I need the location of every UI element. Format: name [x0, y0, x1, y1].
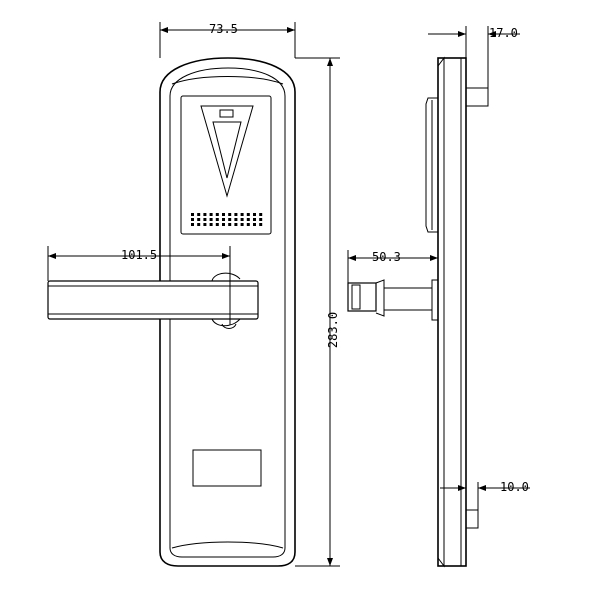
side-view: [347, 56, 489, 568]
grille-dot: [222, 218, 225, 221]
key-cover-slot: [192, 449, 262, 487]
grille-dot: [240, 213, 244, 216]
grille-dot: [215, 218, 219, 221]
lever-handle-bar: [47, 280, 259, 320]
grille-dot: [253, 213, 256, 216]
grille-dot: [203, 218, 207, 221]
side-plate-main: [437, 57, 467, 567]
grille-dot: [222, 223, 225, 226]
dim-side-top-label: 17.0: [489, 26, 518, 40]
front-plate-bottom-strip: [171, 541, 284, 549]
grille-dot: [191, 218, 194, 221]
side-top-bolt: [465, 87, 489, 107]
grille-dot: [259, 223, 263, 226]
front-plate-outer: [159, 57, 296, 567]
grille-dot: [240, 223, 244, 226]
grille-dot: [215, 223, 219, 226]
grille-dot: [222, 213, 225, 216]
grille-dot: [191, 223, 194, 226]
front-plate-top-strip: [171, 76, 284, 85]
indicator-led-icon: [219, 109, 234, 118]
grille-dot: [228, 213, 232, 216]
dim-front-width: 73.5: [159, 22, 296, 58]
grille-dot: [209, 213, 213, 216]
dim-side-projection-label: 50.3: [372, 250, 401, 264]
card-insert-triangle-icon: [200, 105, 254, 198]
dim-front-width-label: 73.5: [209, 22, 238, 36]
side-bottom-bolt: [465, 509, 479, 529]
dim-side-bottom: 10.0: [440, 480, 530, 510]
grille-dot: [191, 213, 194, 216]
dim-front-height-label: 283.0: [326, 312, 340, 348]
grille-dot: [197, 223, 201, 226]
grille-dot: [215, 213, 219, 216]
grille-dot: [234, 223, 238, 226]
front-view: [47, 57, 296, 567]
grille-dot: [203, 223, 207, 226]
grille-dot: [246, 213, 250, 216]
dim-side-bottom-label: 10.0: [500, 480, 529, 494]
grille-dot: [253, 218, 256, 221]
dim-handle-length: 101.5: [47, 246, 231, 281]
front-lever-handle: [47, 272, 259, 329]
grille-dot: [246, 218, 250, 221]
grille-dot: [246, 223, 250, 226]
grille-dot: [234, 213, 238, 216]
grille-dot: [259, 218, 263, 221]
dim-handle-length-label: 101.5: [121, 248, 157, 262]
dim-side-projection: 50.3: [347, 250, 439, 283]
grille-dot: [203, 213, 207, 216]
grille-dot: [240, 218, 244, 221]
side-lever-handle: [347, 279, 439, 321]
grille-dot: [259, 213, 263, 216]
card-reader-window: [180, 95, 272, 235]
grille-dot: [234, 218, 238, 221]
grille-dot: [253, 223, 256, 226]
front-plate-inner: [169, 67, 286, 558]
dim-side-top: 17.0: [428, 26, 520, 88]
grille-dot: [197, 218, 201, 221]
dim-front-height: 283.0: [295, 57, 340, 567]
speaker-grille: [191, 213, 263, 226]
grille-dot: [209, 218, 213, 221]
card-insert-triangle-inner-icon: [212, 121, 242, 179]
grille-dot: [197, 213, 201, 216]
grille-dot: [228, 223, 232, 226]
grille-dot: [209, 223, 213, 226]
grille-dot: [228, 218, 232, 221]
side-reader-housing: [425, 97, 438, 233]
